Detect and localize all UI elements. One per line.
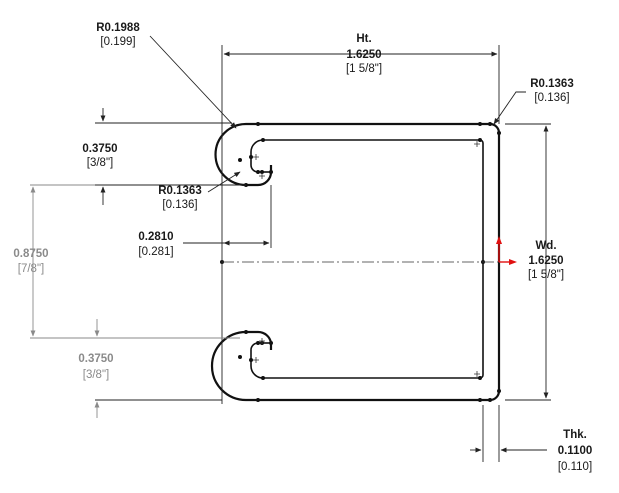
thickness-label: Thk. 0.1100 [0.110] — [558, 429, 593, 473]
inner-profile-bottom — [250, 262, 484, 379]
height-value: 1.6250 — [346, 49, 381, 61]
thickness-alt: [0.110] — [558, 461, 592, 473]
right-radius-alt: [0.136] — [534, 92, 569, 104]
bottom-curl-alt: [3/8"] — [83, 369, 109, 381]
thickness-value: 0.1100 — [558, 445, 593, 457]
outer-radius-alt: [0.199] — [100, 36, 135, 48]
outer-radius-value: R0.1988 — [96, 22, 140, 34]
right-radius-label: R0.1363 [0.136] — [530, 78, 573, 104]
inner-radius-leader — [207, 171, 241, 193]
outer-radius-leader — [149, 35, 237, 129]
width-label: Wd. 1.6250 [1 5/8"] — [528, 240, 564, 281]
arc-center-marks — [253, 141, 480, 377]
height-title: Ht. — [356, 33, 371, 45]
outer-profile-top — [214, 122, 501, 262]
height-alt: [1 5/8"] — [346, 63, 382, 75]
bottom-curl-label: 0.3750 [3/8"] — [78, 353, 113, 381]
extension-lines-gray — [30, 184, 240, 339]
vertex-points — [220, 122, 501, 402]
bottom-curl-value: 0.3750 — [78, 353, 113, 365]
extension-lines — [95, 45, 551, 462]
inner-profile-top — [250, 139, 484, 262]
opening-label: 0.8750 [7/8"] — [13, 248, 48, 275]
height-label: Ht. 1.6250 [1 5/8"] — [346, 33, 382, 75]
thickness-title: Thk. — [563, 429, 587, 441]
inner-radius-label: R0.1363 [0.136] — [158, 185, 201, 211]
top-curl-label: 0.3750 [3/8"] — [82, 143, 117, 169]
top-curl-value: 0.3750 — [82, 143, 117, 155]
channel-profile — [210, 122, 501, 402]
right-radius-value: R0.1363 — [530, 78, 573, 90]
inner-radius-value: R0.1363 — [158, 185, 201, 197]
lip-depth-value: 0.2810 — [138, 231, 173, 243]
width-value: 1.6250 — [528, 255, 563, 267]
opening-alt: [7/8"] — [18, 263, 44, 275]
outer-radius-label: R0.1988 [0.199] — [96, 22, 140, 48]
opening-value: 0.8750 — [13, 248, 48, 260]
right-radius-leader — [493, 91, 526, 125]
width-alt: [1 5/8"] — [528, 269, 564, 281]
origin-marker — [496, 236, 517, 265]
outer-profile-bottom — [210, 262, 501, 402]
inner-radius-alt: [0.136] — [162, 199, 197, 211]
lip-depth-alt: [0.281] — [138, 246, 173, 258]
lip-depth-label: 0.2810 [0.281] — [138, 231, 173, 258]
top-curl-alt: [3/8"] — [87, 157, 113, 169]
width-title: Wd. — [535, 240, 556, 252]
